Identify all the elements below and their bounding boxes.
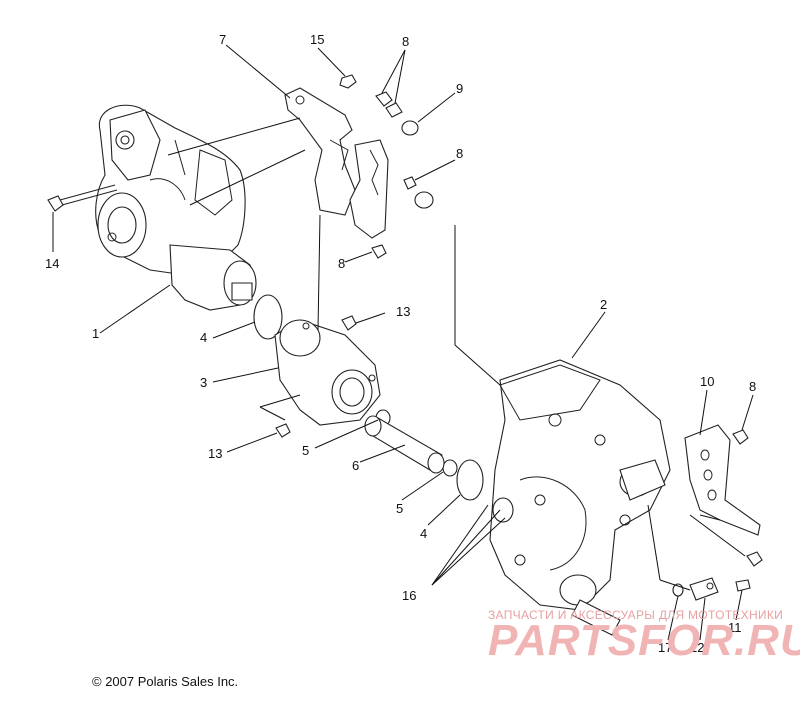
part-7-bracket — [284, 87, 356, 216]
callout-8-lower: 8 — [338, 256, 345, 271]
fastener-9-spacer — [401, 120, 419, 136]
watermark-tagline: ЗАПЧАСТИ И АКСЕССУАРЫ ДЛЯ МОТОТЕХНИКИ — [488, 608, 784, 622]
callout-13-upper: 13 — [396, 304, 410, 319]
callout-17: 17 — [658, 640, 672, 655]
part-11-bolt — [735, 579, 751, 592]
part-10-bracket — [684, 424, 761, 536]
callout-12: 12 — [690, 640, 704, 655]
watermark-logo: PARTSFOR.RU — [488, 616, 800, 665]
callout-8-right: 8 — [749, 379, 756, 394]
callout-4-left: 4 — [200, 330, 207, 345]
callout-2: 2 — [600, 297, 607, 312]
callout-14: 14 — [45, 256, 59, 271]
callout-labels: 7 15 8 9 8 8 14 1 4 13 3 13 5 6 5 4 2 10… — [45, 32, 756, 655]
fastener-8-bolt-top — [375, 91, 403, 118]
leader-lines — [52, 44, 754, 641]
fastener-15-nut — [339, 74, 357, 89]
copyright-notice: © 2007 Polaris Sales Inc. — [92, 674, 239, 689]
mount-plate — [349, 139, 389, 239]
callout-16: 16 — [402, 588, 416, 603]
callout-5-lower: 5 — [396, 501, 403, 516]
callout-8-top: 8 — [402, 34, 409, 49]
part-4-oring-left — [253, 294, 283, 340]
part-5-snap-ring-lower — [442, 459, 458, 477]
callout-11: 11 — [728, 620, 742, 635]
part-1-motor-assembly — [95, 104, 257, 311]
callout-6: 6 — [352, 458, 359, 473]
part-6-coupler-sleeve — [364, 415, 445, 474]
fastener-8-bolt-mid — [403, 176, 434, 209]
callout-10: 10 — [700, 374, 714, 389]
callout-3: 3 — [200, 375, 207, 390]
callout-13-lower: 13 — [208, 446, 222, 461]
callout-8-mid: 8 — [456, 146, 463, 161]
fastener-8-bolt-lower — [371, 244, 387, 259]
callout-9: 9 — [456, 81, 463, 96]
part-2-transmission — [489, 359, 671, 636]
fastener-13-bolt-upper — [341, 315, 357, 331]
callout-4-right: 4 — [420, 526, 427, 541]
callout-15: 15 — [310, 32, 324, 47]
part-12-fitting — [689, 577, 719, 601]
callout-7: 7 — [219, 32, 226, 47]
fastener-8-bolt-right — [732, 429, 763, 567]
fastener-14-bolt — [47, 184, 118, 212]
callout-1: 1 — [92, 326, 99, 341]
callout-5-upper: 5 — [302, 443, 309, 458]
fastener-13-bolt-lower — [275, 423, 291, 438]
part-4-oring-right — [456, 459, 484, 501]
part-3-coupler-housing — [274, 319, 381, 426]
